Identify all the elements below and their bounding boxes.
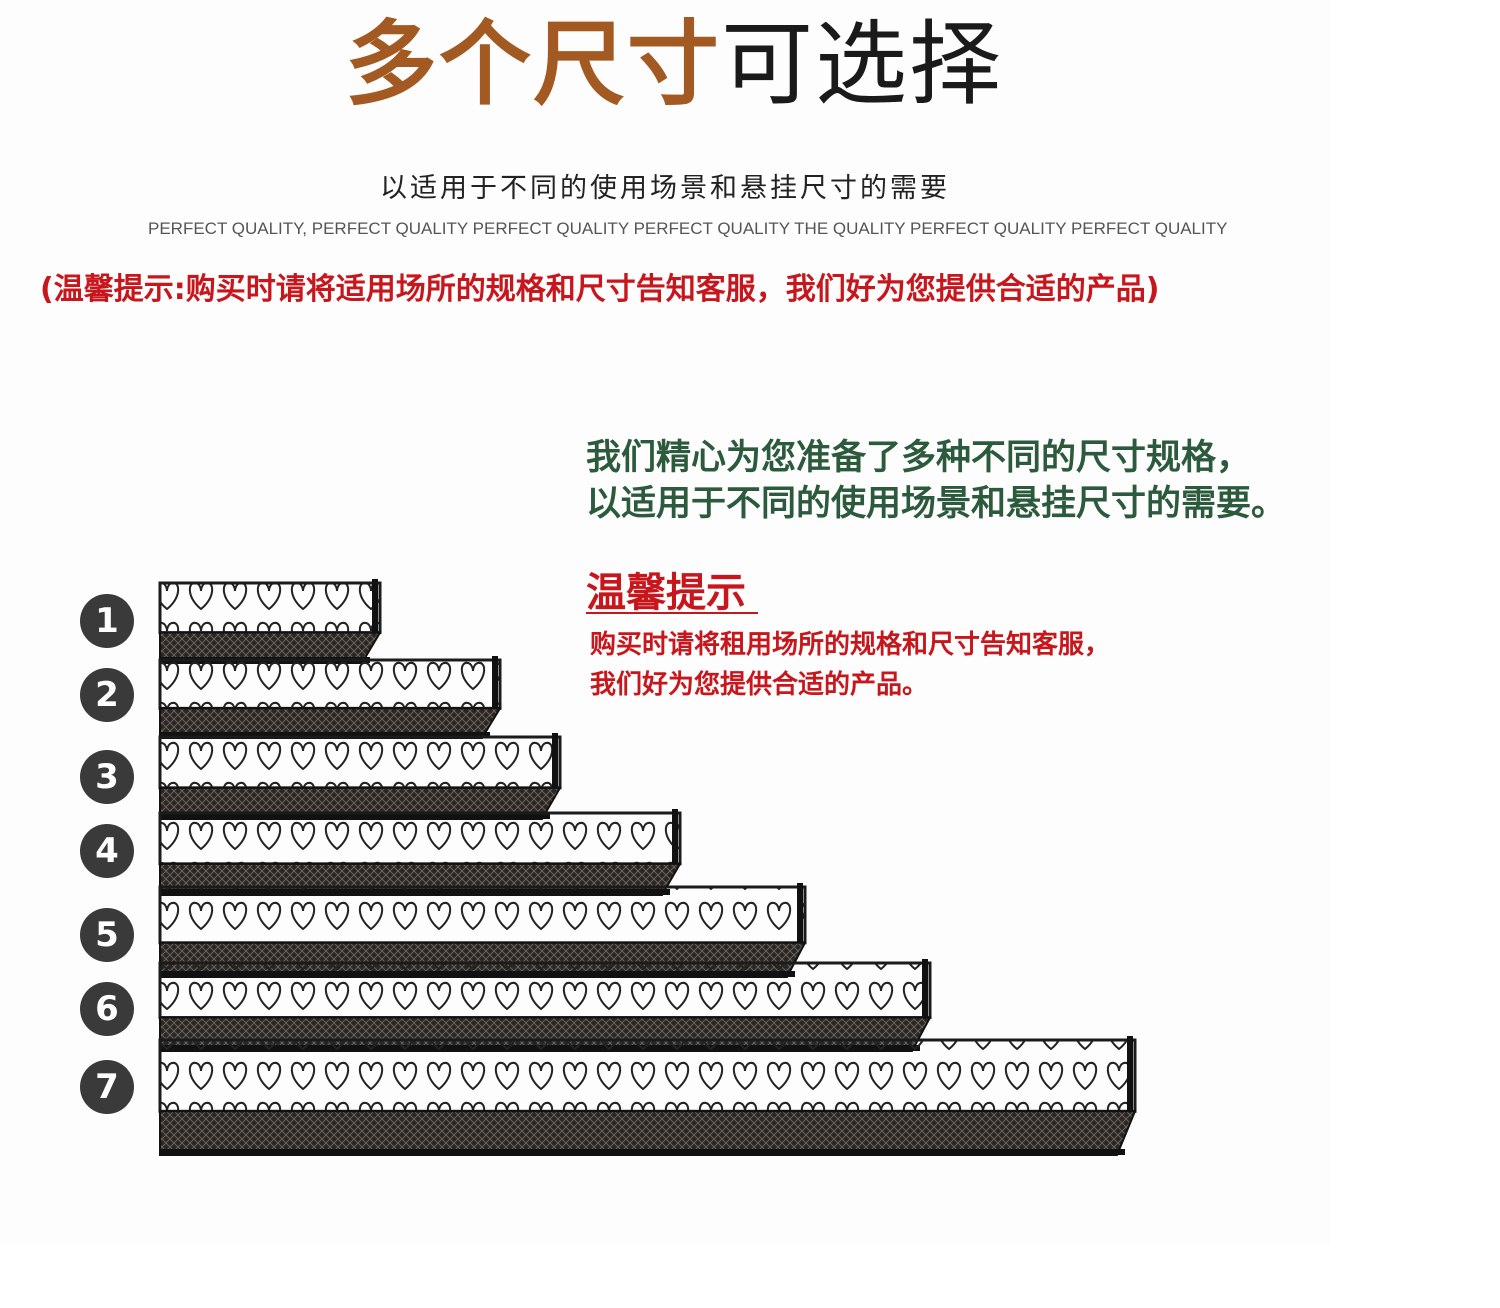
shelf-rack-7-end-post — [1127, 1036, 1133, 1112]
size-badge-4: 4 — [80, 824, 134, 878]
shelf-rack-3 — [158, 733, 562, 820]
shelf-rack-4 — [158, 809, 682, 896]
shelf-rack-5-rail — [158, 885, 807, 945]
size-badge-7: 7 — [80, 1060, 134, 1114]
headline-plain: 可选择 — [721, 11, 1004, 118]
shelf-rack-2-front-bar — [160, 732, 490, 738]
shelf-rack-1 — [158, 579, 382, 664]
size-badge-6: 6 — [80, 982, 134, 1036]
intro-line-1: 我们精心为您准备了多种不同的尺寸规格， — [586, 438, 1252, 478]
shelf-rack-2 — [158, 656, 502, 739]
tip-line-1: 购买时请将租用场所的规格和尺寸告知客服， — [590, 630, 1111, 660]
tip-body: 购买时请将租用场所的规格和尺寸告知客服， 我们好为您提供合适的产品。 — [590, 625, 1290, 705]
shelf-rack-2-rail — [158, 658, 502, 710]
shelf-rack-6-end-post — [922, 959, 928, 1018]
shelf-rack-4-end-post — [672, 809, 678, 864]
shelf-rack-3-end-post — [552, 733, 558, 788]
headline: 多个尺寸可选择 — [345, 10, 1025, 120]
shelf-rack-4-rail — [158, 811, 682, 866]
size-badge-1: 1 — [80, 594, 134, 648]
shelf-rack-5-end-post — [797, 883, 803, 943]
subtitle: 以适用于不同的使用场景和悬挂尺寸的需要 — [0, 166, 1330, 205]
product-poster: 多个尺寸可选择 以适用于不同的使用场景和悬挂尺寸的需要 PERFECT QUAL… — [0, 10, 1330, 1156]
shelf-rack-7-front-bar — [160, 1149, 1125, 1155]
shelf-rack-1-rail — [158, 581, 382, 635]
rack-group — [158, 579, 1137, 1156]
shelf-rack-6-rail — [158, 961, 932, 1020]
size-badge-2: 2 — [80, 668, 134, 722]
subtitle-text: 以适用于不同的使用场景和悬挂尺寸的需要 — [380, 173, 950, 204]
tip-underline — [586, 612, 758, 614]
shelf-rack-7-floor — [159, 1110, 1137, 1156]
shelf-rack-2-end-post — [492, 656, 498, 708]
shelf-rack-6 — [158, 959, 932, 1052]
quality-line: PERFECT QUALITY, PERFECT QUALITY PERFECT… — [148, 219, 1228, 238]
intro-line-2: 以适用于不同的使用场景和悬挂尺寸的需要。 — [586, 484, 1287, 524]
intro-block: 我们精心为您准备了多种不同的尺寸规格， 以适用于不同的使用场景和悬挂尺寸的需要。 — [586, 435, 1326, 527]
notice-text: (温馨提示:购买时请将适用场所的规格和尺寸告知客服，我们好为您提供合适的产品) — [40, 272, 1160, 307]
shelf-rack-7 — [158, 1036, 1137, 1156]
shelf-rack-3-rail — [158, 735, 562, 790]
tip-line-2: 我们好为您提供合适的产品。 — [590, 670, 929, 700]
shelf-rack-7-rail — [158, 1038, 1137, 1113]
shelf-racks-illustration — [158, 579, 1137, 1156]
shelf-rack-1-end-post — [372, 579, 378, 632]
headline-accent: 多个尺寸 — [345, 11, 722, 118]
size-badge-3: 3 — [80, 750, 134, 804]
tip-title: 温馨提示 — [586, 570, 746, 616]
size-badge-5: 5 — [80, 908, 134, 962]
